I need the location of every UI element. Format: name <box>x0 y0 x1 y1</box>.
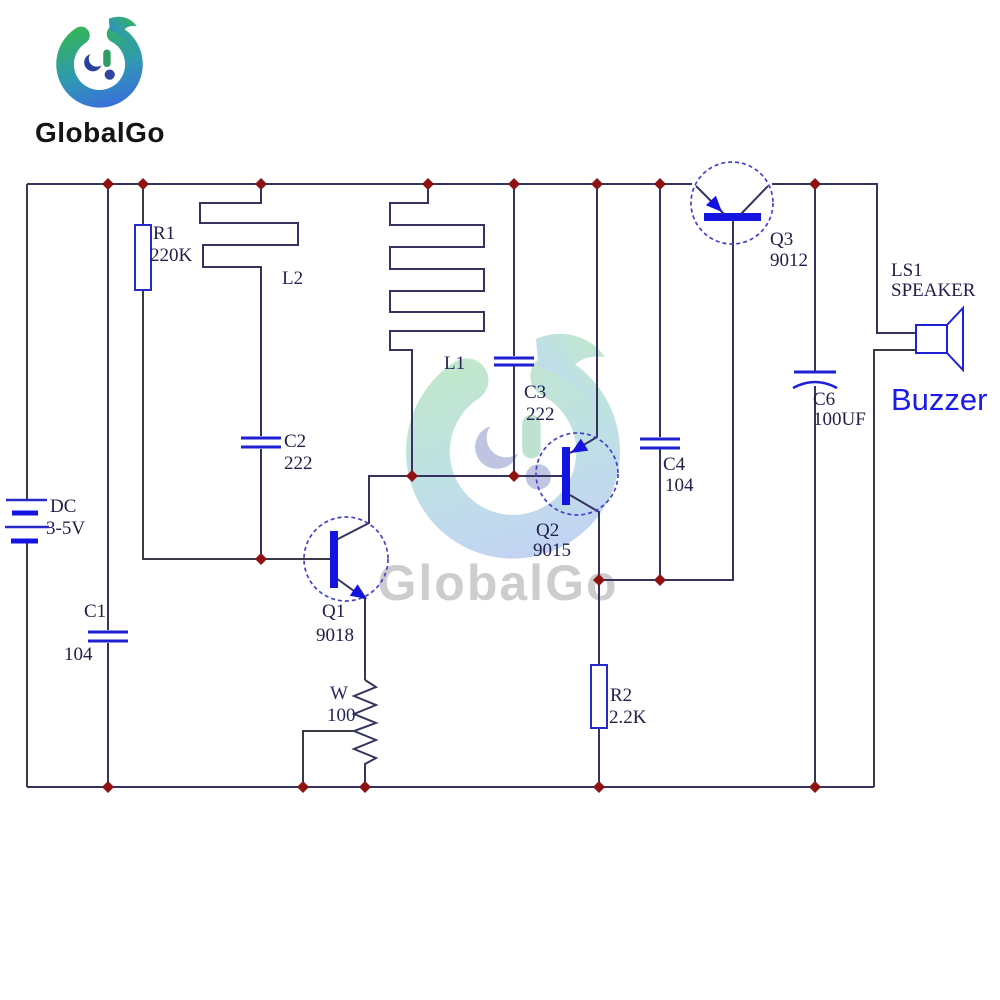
potentiometer-w-wiper <box>302 730 354 787</box>
transistor-q3 <box>690 161 774 245</box>
wire-q2-emitter <box>569 184 598 454</box>
label-q1-ref: Q1 <box>322 601 345 622</box>
speaker-ls1 <box>915 305 964 373</box>
labels: R1 220K L2 C2 222 L1 C3 222 C4 104 Q1 90… <box>46 223 987 728</box>
label-w-value: 100 <box>327 705 356 726</box>
label-c3-ref: C3 <box>524 382 546 403</box>
wire-q3-base <box>599 219 734 581</box>
capacitor-c4 <box>640 437 680 450</box>
watermark-text: GlobalGo <box>378 555 619 611</box>
label-r1-ref: R1 <box>153 223 175 244</box>
label-c6-value: 100UF <box>813 409 866 430</box>
label-r1-value: 220K <box>150 245 193 266</box>
inductor-l1-winding <box>389 184 485 476</box>
label-c6-ref: C6 <box>813 389 835 410</box>
label-q3-ref: Q3 <box>770 229 793 250</box>
transistor-q2 <box>535 432 619 516</box>
label-c1-value: 104 <box>64 644 93 665</box>
q1-emitter-arrow <box>349 584 367 599</box>
capacitor-c2 <box>241 436 281 449</box>
label-c1-ref: C1 <box>84 601 106 622</box>
label-q1-value: 9018 <box>316 625 354 646</box>
wire-speaker-return <box>873 349 916 787</box>
q2-emitter-arrow <box>571 438 589 453</box>
label-q2-ref: Q2 <box>536 520 559 541</box>
wire-q1-emitter <box>335 577 366 680</box>
label-battery-ref: DC <box>50 496 76 517</box>
capacitor-c1 <box>88 630 128 643</box>
label-c4-ref: C4 <box>663 454 686 475</box>
label-c3-value: 222 <box>526 404 555 425</box>
label-c4-value: 104 <box>665 475 694 496</box>
label-l2-ref: L2 <box>282 268 303 289</box>
label-c2-value: 222 <box>284 453 313 474</box>
label-ls1-ref: LS1 <box>891 260 923 281</box>
brand-logo-text: GlobalGo <box>35 117 165 148</box>
label-w-ref: W <box>330 683 348 704</box>
wire-r1-to-q1-base <box>142 290 330 560</box>
wire-q2-collector <box>569 494 600 580</box>
potentiometer-w-element <box>351 679 379 787</box>
resistor-r1 <box>134 224 152 291</box>
q3-emitter-arrow <box>705 195 722 212</box>
label-q2-value: 9015 <box>533 540 571 561</box>
capacitor-c3 <box>494 356 534 367</box>
capacitor-c6 <box>792 370 838 390</box>
q3-collector-lead <box>740 185 769 215</box>
battery-dc <box>5 498 49 544</box>
inductor-l2-winding <box>199 184 299 436</box>
label-battery-value: 3-5V <box>46 518 85 539</box>
label-r2-value: 2.2K <box>609 707 647 728</box>
label-c2-ref: C2 <box>284 431 306 452</box>
label-ls1-value: SPEAKER <box>891 280 976 301</box>
wire-top-rail-right <box>772 183 916 334</box>
transistor-q1 <box>303 516 389 602</box>
wires <box>26 183 916 788</box>
label-l1-ref: L1 <box>444 353 465 374</box>
resistor-r2 <box>590 664 608 729</box>
junction-dots <box>102 178 821 793</box>
label-q3-value: 9012 <box>770 250 808 271</box>
label-buzzer: Buzzer <box>891 382 987 417</box>
wire-q1-collector-to-q2-base <box>335 475 562 541</box>
label-r2-ref: R2 <box>610 685 632 706</box>
